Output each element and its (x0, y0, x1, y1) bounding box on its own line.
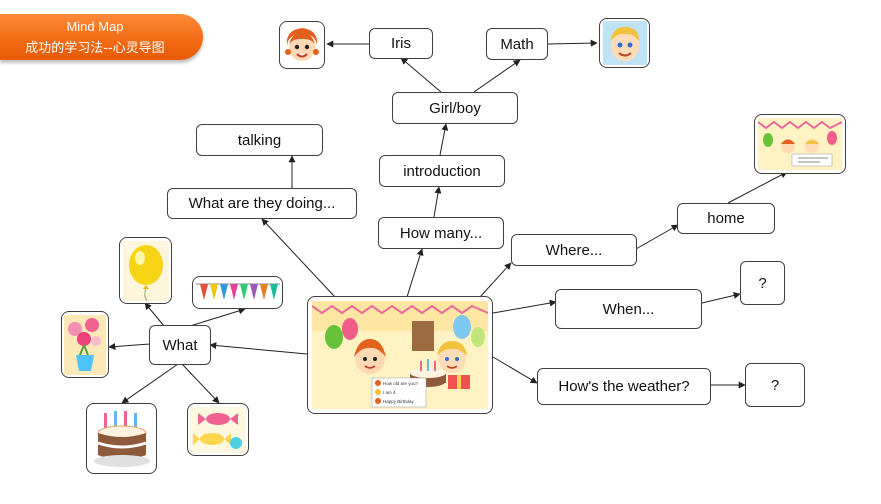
node-how-many[interactable]: How many... (378, 217, 504, 249)
link-girlboy-math (473, 59, 521, 93)
link-when-question (701, 292, 741, 304)
node-girl-boy[interactable]: Girl/boy (392, 92, 518, 124)
candy-icon (190, 406, 246, 453)
node-what-are-they-doing[interactable]: What are they doing... (167, 188, 357, 219)
link-what-balloon (144, 302, 165, 327)
balloon-icon (122, 240, 169, 301)
link-center-howmany (406, 248, 424, 298)
center-picture[interactable]: How old are you? I am 4. Happy Birthday (307, 296, 493, 414)
link-howmany-intro (433, 186, 442, 218)
node-where[interactable]: Where... (511, 234, 637, 266)
node-math[interactable]: Math (486, 28, 548, 60)
link-center-whatdoing (261, 218, 336, 298)
flower-vase-icon (64, 314, 106, 375)
node-weather[interactable]: How's the weather? (537, 368, 711, 405)
boy-face-icon (602, 21, 647, 65)
link-center-weather (492, 356, 538, 384)
birthday-cake-icon (93, 410, 150, 467)
link-girlboy-iris (400, 57, 442, 93)
girl-face-icon (285, 28, 319, 61)
girl-picture[interactable] (279, 21, 325, 69)
bunting-flags-icon (195, 283, 280, 300)
bubble-answer: I am 4. (383, 390, 397, 395)
bubble-greeting: Happy Birthday (383, 399, 415, 404)
flags-picture[interactable] (192, 276, 283, 309)
cake-picture[interactable] (86, 403, 157, 474)
link-center-what (209, 342, 308, 355)
node-what[interactable]: What (149, 325, 211, 365)
banner-subtitle: 成功的学习法--心灵导图 (25, 41, 165, 56)
node-when[interactable]: When... (555, 289, 702, 329)
link-math-picture (547, 39, 598, 47)
link-intro-girlboy (439, 123, 449, 156)
banner-title: Mind Map (66, 19, 124, 34)
link-what-candy (181, 363, 220, 404)
balloon-picture[interactable] (119, 237, 172, 304)
node-iris[interactable]: Iris (369, 28, 433, 59)
link-what-flowers (108, 343, 151, 351)
link-what-cake (121, 363, 179, 404)
mind-map-banner: Mind Map 成功的学习法--心灵导图 (0, 14, 203, 60)
link-center-when (492, 299, 557, 314)
home-scene-picture[interactable] (754, 114, 846, 174)
flowers-picture[interactable] (61, 311, 109, 378)
boy-picture[interactable] (599, 18, 650, 68)
node-weather-question[interactable]: ? (745, 363, 805, 407)
bubble-question: How old are you? (383, 381, 419, 386)
party-scene-icon (758, 118, 842, 170)
node-when-question[interactable]: ? (740, 261, 785, 305)
link-what-flags (189, 307, 246, 327)
candy-picture[interactable] (187, 403, 249, 456)
node-home[interactable]: home (677, 203, 775, 234)
link-where-home (635, 224, 679, 250)
link-home-picture (727, 171, 788, 204)
link-center-where (479, 262, 512, 298)
node-talking[interactable]: talking (196, 124, 323, 156)
node-introduction[interactable]: introduction (379, 155, 505, 187)
birthday-party-scene-icon: How old are you? I am 4. Happy Birthday (312, 301, 488, 409)
